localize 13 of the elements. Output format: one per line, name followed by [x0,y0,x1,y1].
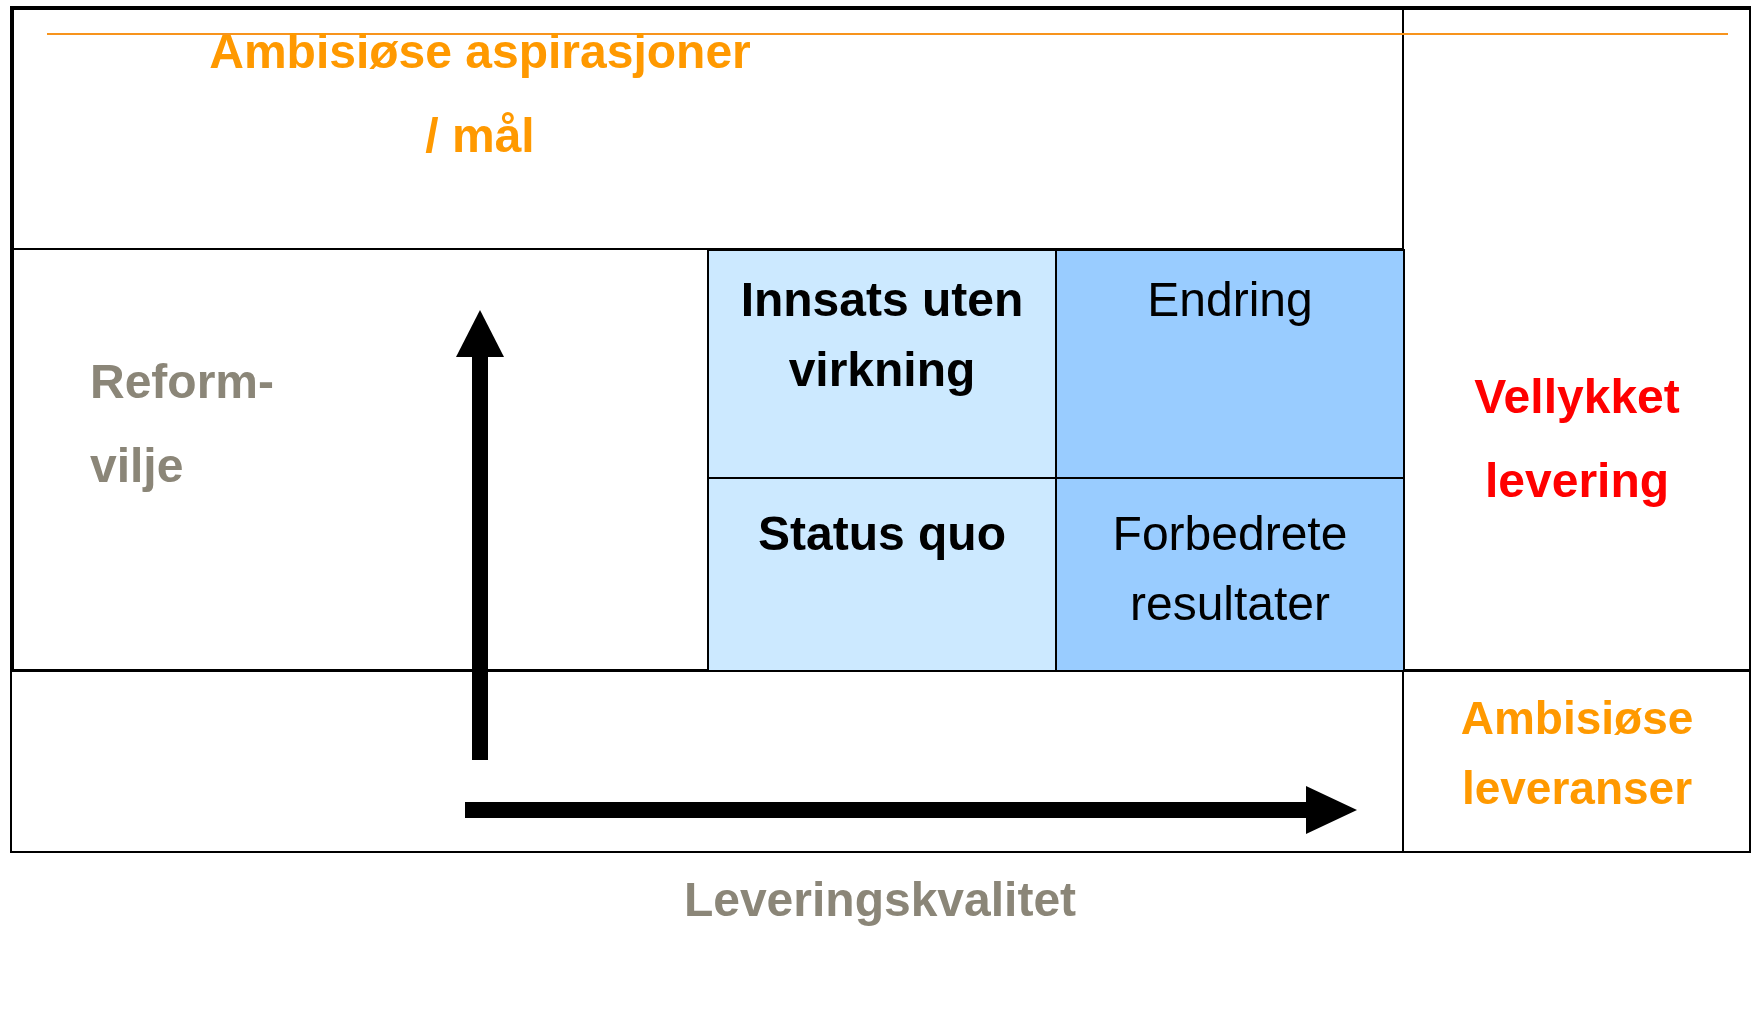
cell-label: Innsats uten virkning [739,272,1025,398]
cell-label: Status quo [757,506,1007,562]
quadrant-cell [1055,249,1405,479]
axis-label: Reform- vilje [90,354,275,494]
quadrant-cell [1055,477,1405,672]
axis-label: Vellykket levering [1473,369,1681,509]
quadrant-cell [707,249,1057,479]
axis-label: Leveringskvalitet [682,872,1078,928]
cell-label: Endring [1146,272,1314,328]
axis-label: Ambisiøse aspirasjoner / mål [208,24,752,164]
axis-label: Ambisiøse leveranser [1459,691,1695,816]
cell-label: Forbedrete resultater [1111,506,1349,632]
quadrant-cell [707,477,1057,672]
